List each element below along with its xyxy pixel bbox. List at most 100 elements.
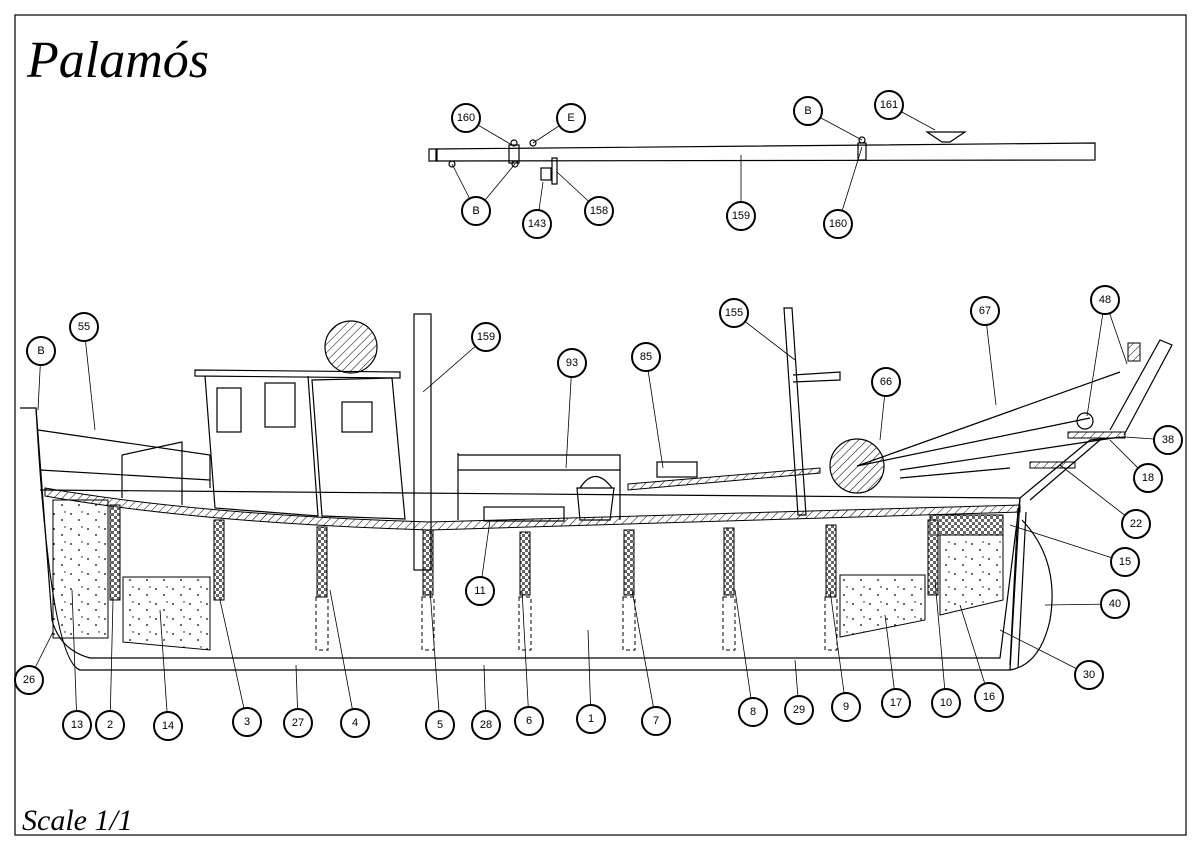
callout-circle (451, 103, 481, 133)
callout-label: 67 (979, 305, 991, 317)
boom-drawing (428, 131, 1096, 185)
callout-22: 22 (1121, 509, 1151, 539)
callout-circle (26, 336, 56, 366)
callout-label: 10 (940, 697, 952, 709)
callout-circle (557, 348, 587, 378)
callout-label: 18 (1142, 472, 1154, 484)
callout-38: 38 (1153, 425, 1183, 455)
callout-circle (881, 688, 911, 718)
callout-label: 3 (244, 716, 250, 728)
callout-b: B (793, 96, 823, 126)
callout-circle (871, 367, 901, 397)
callout-label: B (804, 105, 811, 117)
callout-circle (340, 708, 370, 738)
callout-circle (641, 706, 671, 736)
callout-17: 17 (881, 688, 911, 718)
callout-label: 143 (528, 218, 546, 230)
callout-circle (62, 710, 92, 740)
callout-label: 28 (480, 719, 492, 731)
callout-label: 159 (477, 331, 495, 343)
callout-48: 48 (1090, 285, 1120, 315)
callout-circle (1090, 285, 1120, 315)
callout-circle (726, 201, 756, 231)
callout-label: 161 (880, 99, 898, 111)
callout-label: 22 (1130, 518, 1142, 530)
callout-11: 11 (465, 576, 495, 606)
callout-circle (471, 710, 501, 740)
callout-26: 26 (14, 665, 44, 695)
callout-10: 10 (931, 688, 961, 718)
callout-label: E (567, 112, 574, 124)
callout-155: 155 (719, 298, 749, 328)
callout-label: 15 (1119, 556, 1131, 568)
scale-label: Scale 1/1 (22, 804, 133, 837)
callout-circle (874, 90, 904, 120)
callout-15: 15 (1110, 547, 1140, 577)
callout-circle (283, 708, 313, 738)
sheet-border (14, 14, 1187, 836)
callout-circle (69, 312, 99, 342)
callout-label: 155 (725, 307, 743, 319)
callout-13: 13 (62, 710, 92, 740)
callout-9: 9 (831, 692, 861, 722)
callout-label: 48 (1099, 294, 1111, 306)
callout-label: 7 (653, 715, 659, 727)
callout-159: 159 (726, 201, 756, 231)
callout-1: 1 (576, 704, 606, 734)
callout-circle (831, 692, 861, 722)
sheet-title: Palamós (26, 32, 209, 89)
callout-label: 30 (1083, 669, 1095, 681)
callout-label: 38 (1162, 434, 1174, 446)
callout-159: 159 (471, 322, 501, 352)
callout-18: 18 (1133, 463, 1163, 493)
callout-circle (793, 96, 823, 126)
callout-160: 160 (451, 103, 481, 133)
callout-circle (931, 688, 961, 718)
callout-circle (1074, 660, 1104, 690)
callout-circle (522, 209, 552, 239)
callout-circle (95, 710, 125, 740)
callout-label: 11 (474, 585, 485, 597)
callout-circle (1121, 509, 1151, 539)
callout-circle (784, 695, 814, 725)
callout-28: 28 (471, 710, 501, 740)
callout-label: 27 (292, 717, 304, 729)
callout-label: 1 (588, 713, 594, 725)
callout-label: 26 (23, 674, 35, 686)
callout-label: 66 (880, 376, 892, 388)
callout-55: 55 (69, 312, 99, 342)
callout-circle (461, 196, 491, 226)
callout-circle (153, 711, 183, 741)
callout-label: 17 (890, 697, 902, 709)
callout-3: 3 (232, 707, 262, 737)
callout-circle (425, 710, 455, 740)
callout-circle (584, 196, 614, 226)
callout-circle (465, 576, 495, 606)
callout-14: 14 (153, 711, 183, 741)
callout-143: 143 (522, 209, 552, 239)
callout-circle (738, 697, 768, 727)
callout-label: 40 (1109, 598, 1121, 610)
callout-161: 161 (874, 90, 904, 120)
bulkheads (109, 504, 939, 601)
callout-circle (514, 706, 544, 736)
callout-16: 16 (974, 682, 1004, 712)
callout-30: 30 (1074, 660, 1104, 690)
callout-5: 5 (425, 710, 455, 740)
callout-label: B (472, 205, 479, 217)
callout-2: 2 (95, 710, 125, 740)
callout-label: 5 (437, 719, 443, 731)
callout-b: B (461, 196, 491, 226)
callout-label: 14 (162, 720, 174, 732)
callout-93: 93 (557, 348, 587, 378)
callout-circle (1100, 589, 1130, 619)
callout-circle (14, 665, 44, 695)
callout-label: 55 (78, 321, 90, 333)
callout-circle (556, 103, 586, 133)
callout-label: 159 (732, 210, 750, 222)
callout-66: 66 (871, 367, 901, 397)
callout-circle (576, 704, 606, 734)
hull-drawing (20, 307, 1173, 671)
